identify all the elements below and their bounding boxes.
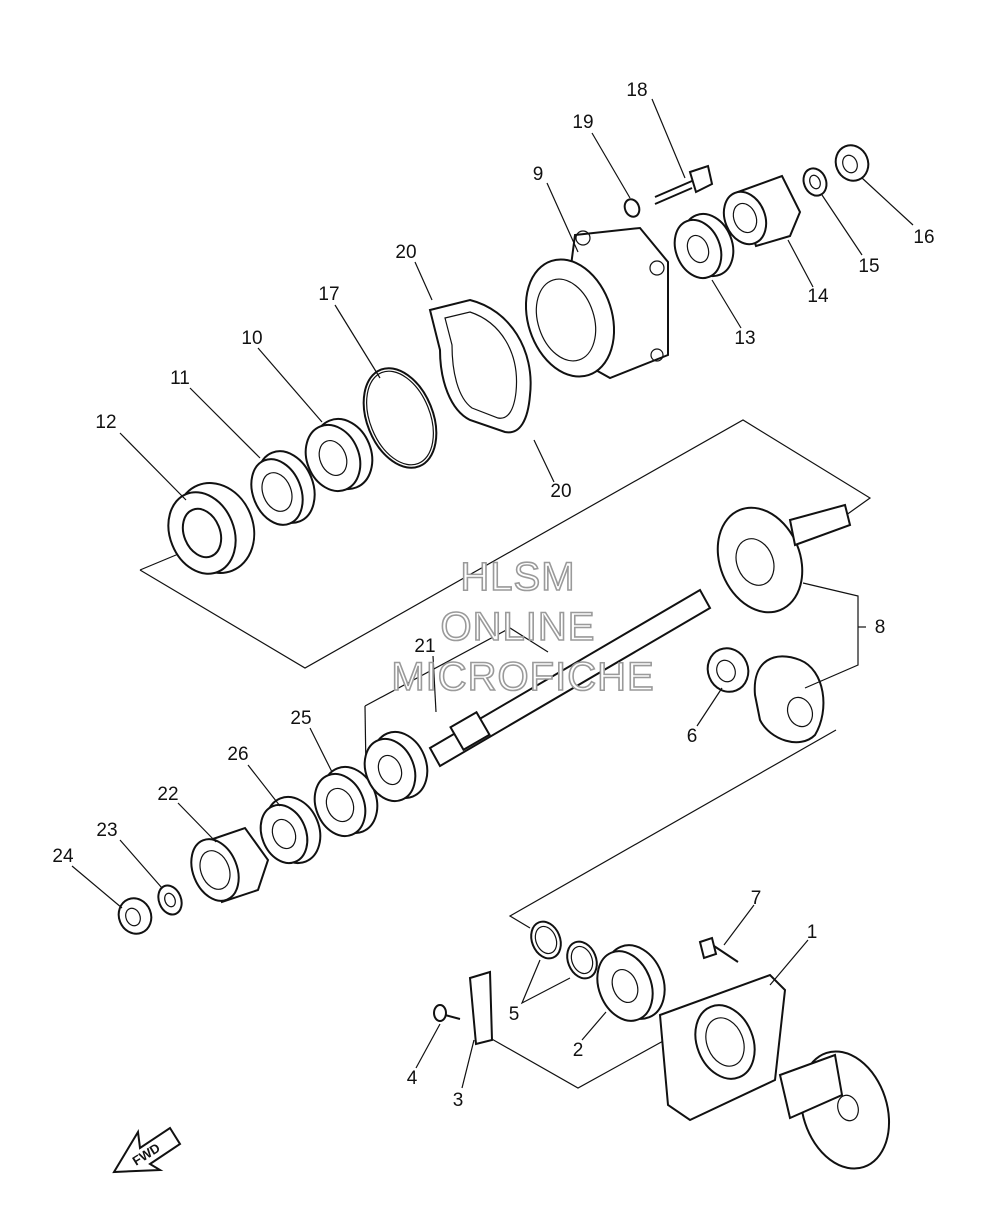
part-26-oil-seal[interactable] xyxy=(252,789,329,872)
callout-15[interactable]: 15 xyxy=(858,256,879,277)
part-9-bearing-housing[interactable] xyxy=(512,226,669,388)
driven-gear xyxy=(778,1050,891,1170)
part-2-bearing[interactable] xyxy=(587,936,675,1029)
watermark: HLSM ONLINE MICROFICHE xyxy=(391,554,655,700)
callout-23[interactable]: 23 xyxy=(96,820,117,841)
part-11-ring-nut[interactable] xyxy=(242,443,325,533)
callout-5[interactable]: 5 xyxy=(509,1004,520,1025)
lower-assembly-frame xyxy=(489,729,837,1089)
part-18-bolt[interactable] xyxy=(654,164,714,205)
part-6-nut[interactable] xyxy=(701,642,755,698)
forward-direction-arrow: FWD xyxy=(112,1126,182,1174)
callout-4[interactable]: 4 xyxy=(407,1068,418,1089)
part-14-coupling[interactable] xyxy=(716,174,802,251)
callout-3[interactable]: 3 xyxy=(453,1090,464,1111)
callout-8[interactable]: 8 xyxy=(875,617,886,638)
callout-26[interactable]: 26 xyxy=(227,744,248,765)
part-24-nut[interactable] xyxy=(113,893,156,938)
part-20-gasket[interactable] xyxy=(428,298,532,434)
watermark-line-1: HLSM xyxy=(460,555,575,599)
part-8-bevel-gear-set[interactable] xyxy=(703,495,852,744)
part-1-bearing-housing[interactable] xyxy=(658,973,787,1122)
part-13-bearing[interactable] xyxy=(666,206,742,285)
callout-18[interactable]: 18 xyxy=(626,80,647,101)
callout-22[interactable]: 22 xyxy=(157,784,178,805)
callout-11[interactable]: 11 xyxy=(170,368,190,389)
callout-9[interactable]: 9 xyxy=(533,164,544,185)
callout-21[interactable]: 21 xyxy=(414,636,435,657)
part-3-plate[interactable] xyxy=(468,970,494,1046)
part-5-shims[interactable] xyxy=(526,917,602,983)
callout-10[interactable]: 10 xyxy=(241,328,262,349)
part-17-o-ring[interactable] xyxy=(350,357,450,478)
callout-13[interactable]: 13 xyxy=(734,328,755,349)
part-23-washer[interactable] xyxy=(154,882,186,918)
part-16-nut[interactable] xyxy=(830,140,873,185)
part-10-ball-bearing[interactable] xyxy=(296,410,382,499)
callout-19[interactable]: 19 xyxy=(572,112,593,133)
callout-6[interactable]: 6 xyxy=(687,726,698,747)
callout-12[interactable]: 12 xyxy=(95,412,116,433)
callout-24[interactable]: 24 xyxy=(52,846,74,867)
callout-14[interactable]: 14 xyxy=(807,286,829,307)
shaft-bearing xyxy=(363,731,429,803)
callout-20-top[interactable]: 20 xyxy=(395,242,416,263)
part-19-washer[interactable] xyxy=(622,197,642,219)
part-22-coupling[interactable] xyxy=(183,826,270,908)
callout-20-bottom[interactable]: 20 xyxy=(550,481,571,502)
part-12-oil-seal[interactable] xyxy=(157,471,268,585)
callout-16[interactable]: 16 xyxy=(913,227,934,248)
part-15-washer[interactable] xyxy=(800,165,831,199)
part-21-drive-shaft[interactable] xyxy=(428,588,712,768)
watermark-line-3: MICROFICHE xyxy=(391,655,654,699)
watermark-line-2: ONLINE xyxy=(441,605,596,649)
leader-lines xyxy=(71,98,914,1089)
part-4-screw[interactable] xyxy=(433,1004,461,1022)
callout-17[interactable]: 17 xyxy=(318,284,339,305)
callout-7[interactable]: 7 xyxy=(751,888,762,909)
part-25-ring-nut[interactable] xyxy=(306,759,387,844)
callout-25[interactable]: 25 xyxy=(290,708,311,729)
part-7-bolt[interactable] xyxy=(698,936,739,963)
callout-2[interactable]: 2 xyxy=(573,1040,584,1061)
callout-1[interactable]: 1 xyxy=(807,922,818,943)
callout-labels: 1 2 3 4 5 6 7 8 9 10 11 12 13 14 15 16 1… xyxy=(52,80,934,1111)
